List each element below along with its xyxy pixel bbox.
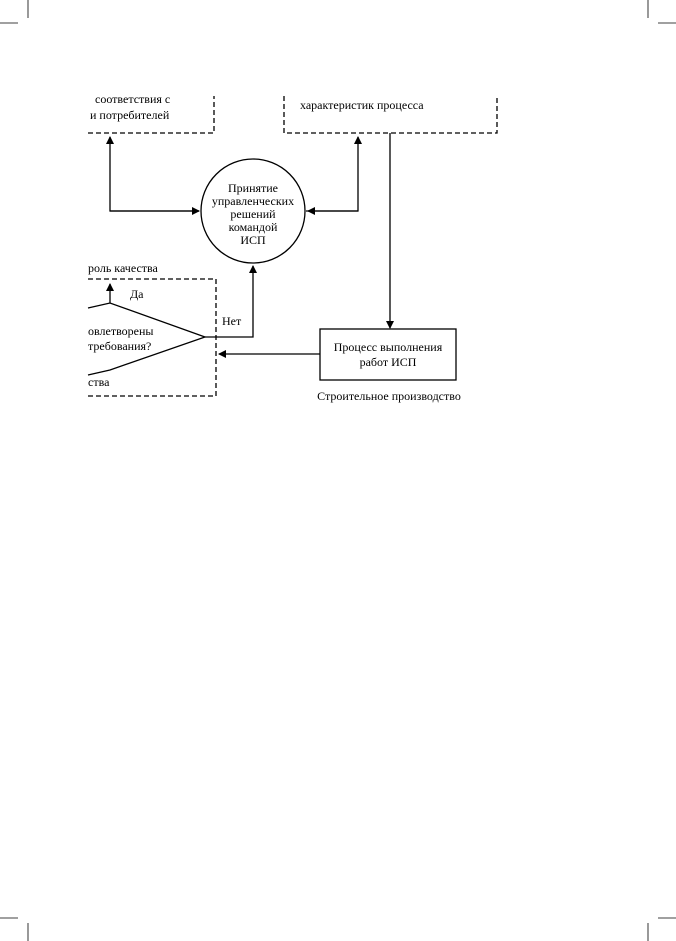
yes-label: Да	[130, 287, 144, 301]
circle-text-2: управленческих	[212, 194, 294, 208]
diamond-text-2: требования?	[88, 339, 151, 353]
box-left-text-2: и потребителей	[90, 108, 170, 122]
requirements-diamond: овлетворены требования? Да	[87, 283, 207, 376]
circle-text-4: командой	[229, 220, 278, 234]
circle-text-5: ИСП	[240, 233, 266, 247]
circle-text-3: решений	[230, 207, 276, 221]
no-label: Нет	[222, 314, 242, 328]
box-left-text-1: соответствия с	[95, 92, 170, 106]
process-box: Процесс выполнения работ ИСП	[319, 328, 457, 381]
diamond-text-1: овлетворены	[88, 324, 153, 338]
decision-circle: Принятие управленческих решений командой…	[200, 158, 306, 264]
box-right-text: характеристик процесса	[300, 98, 424, 112]
box-process-characteristics: характеристик процесса	[283, 96, 498, 134]
process-text-1: Процесс выполнения	[334, 340, 443, 354]
control-bottom-label: ства	[88, 375, 110, 389]
connector-right	[306, 136, 362, 215]
production-label: Строительное производство	[317, 389, 461, 403]
process-text-2: работ ИСП	[360, 355, 417, 369]
connector-left	[106, 136, 200, 215]
box-consumer-requirements: соответствия с и потребителей	[88, 92, 215, 134]
circle-text-1: Принятие	[228, 181, 278, 195]
connector-no: Нет	[205, 265, 257, 338]
control-label: роль качества	[88, 261, 159, 275]
